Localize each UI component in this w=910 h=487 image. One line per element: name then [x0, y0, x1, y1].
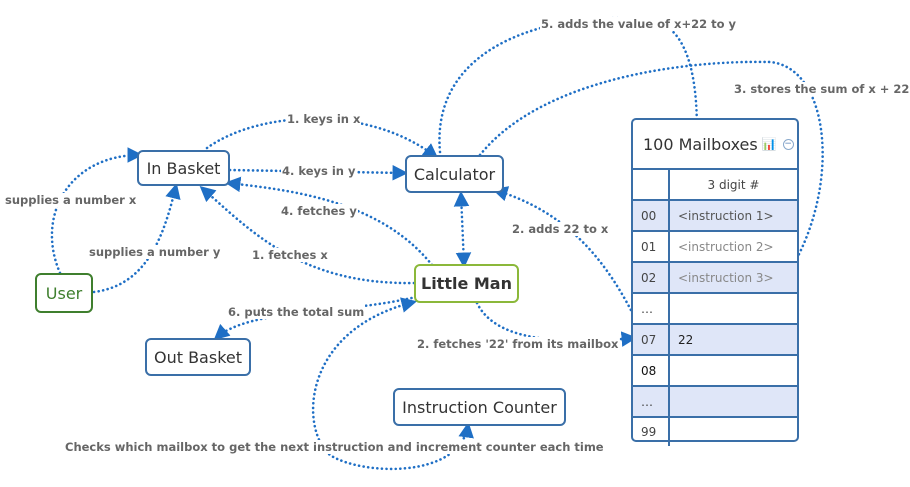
header-value-cell: 3 digit #: [707, 177, 760, 192]
edge-puts-total: [213, 295, 418, 341]
label-keys-in-y: 4. keys in y: [281, 164, 357, 178]
label-supplies-x: supplies a number x: [4, 193, 138, 207]
mailbox-index: 08: [633, 356, 670, 385]
label-fetches-y: 4. fetches y: [280, 204, 358, 218]
mailbox-index: …: [633, 294, 670, 323]
mailbox-value: <instruction 3>: [678, 270, 774, 285]
table-header-row: 3 digit #: [633, 168, 797, 199]
mailbox-value: 22: [678, 332, 694, 347]
edge-user-inbasket-x: [50, 147, 144, 275]
label-adds-22: 2. adds 22 to x: [511, 222, 610, 236]
in-basket-node[interactable]: In Basket: [137, 150, 230, 186]
edge-fetches-22: [475, 301, 638, 347]
edge-fetches-y: [224, 176, 434, 267]
table-row[interactable]: 02 <instruction 3>: [633, 261, 797, 292]
mailbox-value: [670, 418, 797, 446]
edge-calc-littleman: [453, 190, 472, 269]
mailbox-index: 99: [633, 418, 670, 446]
mailbox-value: [670, 294, 797, 323]
label-stores-sum: 3. stores the sum of x + 22: [733, 82, 910, 96]
label-keys-in-x: 1. keys in x: [286, 112, 362, 126]
label-fetches-22: 2. fetches '22' from its mailbox: [416, 337, 620, 351]
label-supplies-y: supplies a number y: [88, 245, 222, 259]
calculator-node[interactable]: Calculator: [405, 155, 504, 193]
little-man-node[interactable]: Little Man: [414, 264, 519, 303]
table-row[interactable]: …: [633, 292, 797, 323]
mailbox-index: …: [633, 387, 670, 416]
out-basket-node[interactable]: Out Basket: [145, 338, 251, 376]
mailbox-value: <instruction 1>: [678, 208, 774, 223]
label-puts-total: 6. puts the total sum: [227, 305, 366, 319]
instruction-counter-node[interactable]: Instruction Counter: [393, 388, 566, 426]
mailbox-grid: 3 digit # 00 <instruction 1> 01 <instruc…: [633, 168, 797, 446]
mailbox-value: <instruction 2>: [678, 239, 774, 254]
label-fetches-x: 1. fetches x: [251, 248, 329, 262]
label-adds-value: 5. adds the value of x+22 to y: [540, 17, 737, 31]
mailbox-index: 01: [633, 232, 670, 261]
mailbox-index: 00: [633, 201, 670, 230]
mailbox-index: 02: [633, 263, 670, 292]
chart-icon[interactable]: 📊: [761, 137, 777, 151]
mailbox-value: [670, 356, 797, 385]
table-row[interactable]: 07 22: [633, 323, 797, 354]
table-row[interactable]: 01 <instruction 2>: [633, 230, 797, 261]
collapse-minus-icon[interactable]: −: [782, 138, 794, 150]
mailbox-index: 07: [633, 325, 670, 354]
user-node[interactable]: User: [35, 273, 93, 313]
label-checks: Checks which mailbox to get the next ins…: [64, 440, 605, 454]
edge-fetches-x: [199, 185, 416, 285]
mailbox-table: 100 Mailboxes 📊 − 3 digit # 00 <instruct…: [631, 118, 799, 446]
mailbox-title: 100 Mailboxes: [643, 134, 758, 154]
table-row[interactable]: 00 <instruction 1>: [633, 199, 797, 230]
table-row[interactable]: 99: [633, 416, 797, 446]
mailbox-title-bar: 100 Mailboxes 📊 −: [633, 120, 797, 168]
table-row[interactable]: 08: [633, 354, 797, 385]
header-index-cell: [633, 170, 670, 199]
mailbox-value: [670, 387, 797, 416]
table-row[interactable]: …: [633, 385, 797, 416]
